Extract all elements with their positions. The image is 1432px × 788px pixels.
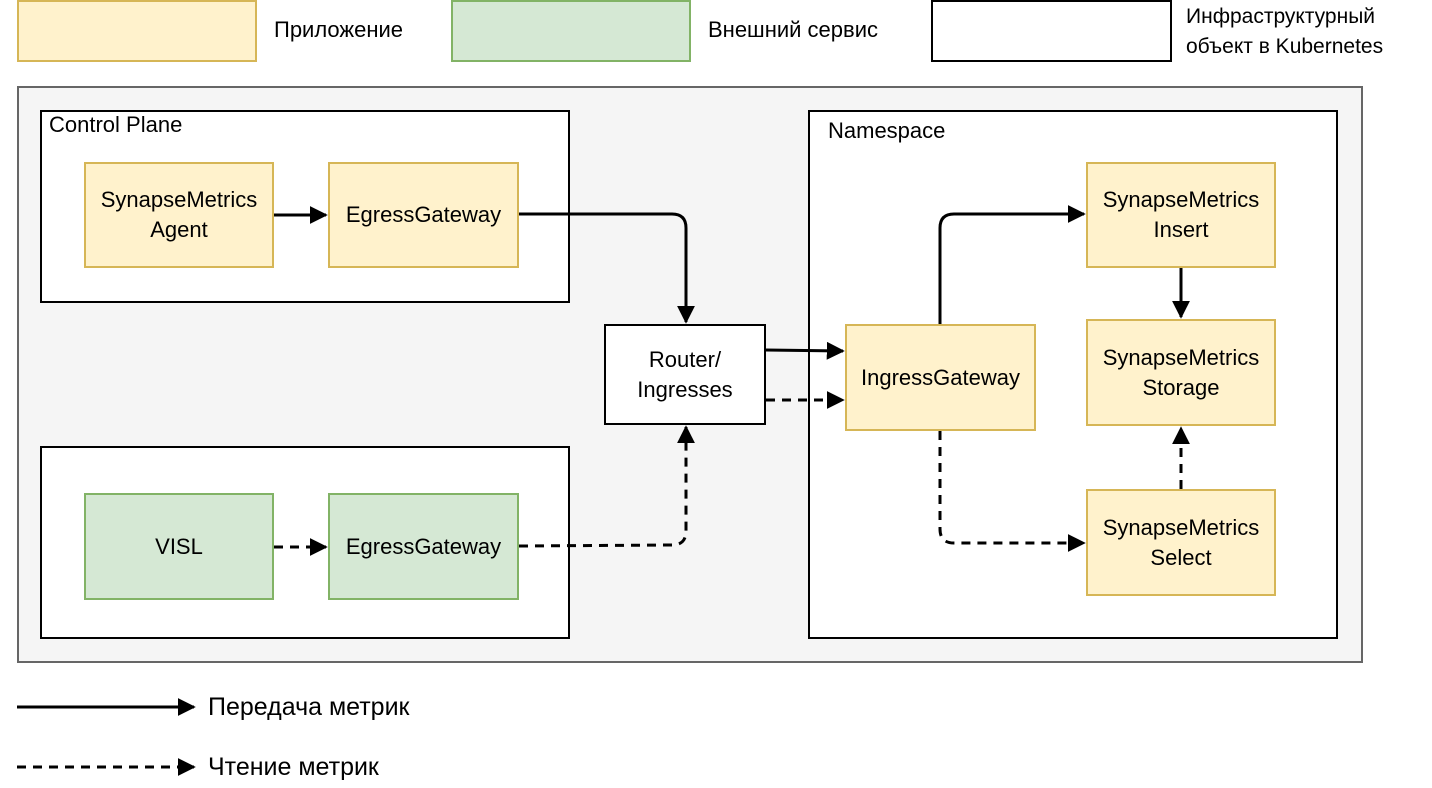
legend-read-metrics-label: Чтение метрик [208,753,379,781]
visl-node: VISL [84,493,274,600]
ingress-gateway-node: IngressGateway [845,324,1036,431]
legend-send-metrics-label: Передача метрик [208,693,410,721]
egress-gateway-visl-node: EgressGateway [328,493,519,600]
synapsemetrics-storage-node: SynapseMetrics Storage [1086,319,1276,426]
legend-infra-object-swatch [931,0,1172,62]
edge-egress-to-router [519,212,695,324]
edge-ingress-to-insert [938,205,1086,324]
control-plane-title: Control Plane [49,112,183,137]
router-ingresses-node: Router/ Ingresses [604,324,766,425]
legend-application-label: Приложение [274,17,404,42]
synapsemetrics-select-node: SynapseMetrics Select [1086,489,1276,596]
synapsemetrics-insert-node: SynapseMetrics Insert [1086,162,1276,268]
edge-visl-egress-to-router [518,425,695,548]
legend-application-swatch [17,0,257,62]
synapsemetrics-agent-node: SynapseMetrics Agent [84,162,274,268]
edge-ingress-to-select [938,431,1086,552]
legend-external-service-swatch [451,0,691,62]
edge-router-to-ingress [765,341,845,360]
legend-external-service-label: Внешний сервис [708,17,878,42]
egress-gateway-control-node: EgressGateway [328,162,519,268]
legend-infra-object-label: Инфраструктурный объект в Kubernetes [1186,5,1384,58]
namespace-title: Namespace [828,118,946,143]
